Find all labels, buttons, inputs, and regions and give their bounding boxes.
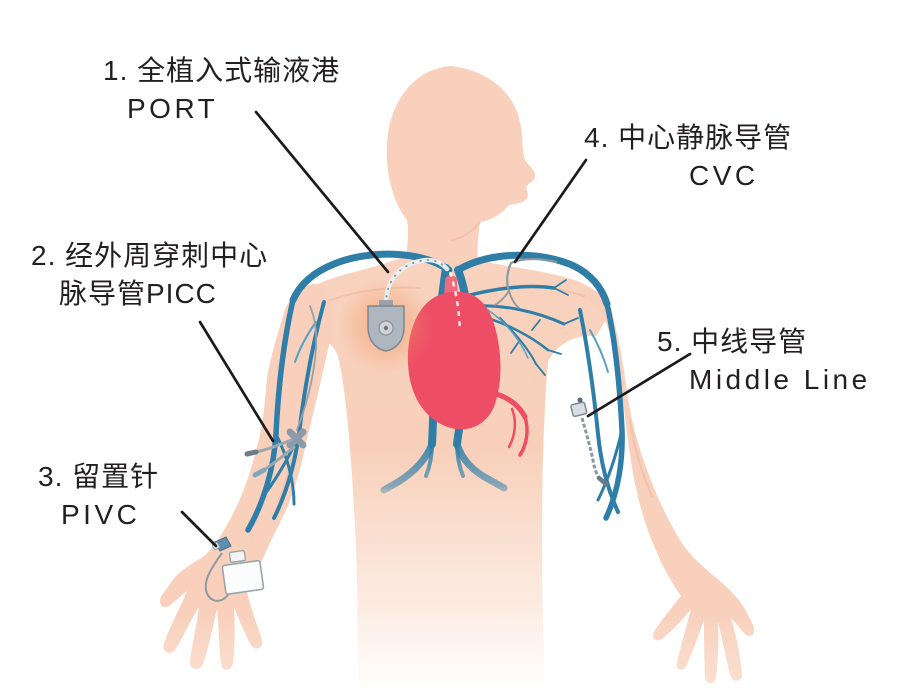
heart-vessels xyxy=(486,389,529,457)
right-arm-veins xyxy=(578,301,625,521)
leader-line-3 xyxy=(180,510,218,548)
pivc-cannula-icon xyxy=(204,536,265,602)
callout-port-en: PORT xyxy=(127,93,219,124)
middle-line-catheter-icon xyxy=(570,397,609,487)
callout-middle-line-zh: 5. 中线导管 xyxy=(657,326,808,357)
lower-vein-forks xyxy=(380,440,508,494)
callout-port: 1. 全植入式输液港 PORT xyxy=(103,52,340,128)
cvc-catheter-icon xyxy=(494,258,558,309)
leader-line-1 xyxy=(254,110,390,274)
callout-picc: 2. 经外周穿刺中心 脉导管PICC xyxy=(31,237,268,313)
callout-port-zh: 1. 全植入式输液港 xyxy=(103,55,341,86)
leader-lines xyxy=(180,110,692,548)
callout-pivc-en: PIVC xyxy=(61,499,141,530)
callout-middle-line: 5. 中线导管 Middle Line xyxy=(657,323,871,399)
callout-cvc-en: CVC xyxy=(689,160,759,191)
callout-middle-line-en: Middle Line xyxy=(689,364,871,395)
callout-picc-zh-line2: 脉导管PICC xyxy=(59,278,217,309)
leader-line-5 xyxy=(586,352,692,418)
right-subclavian-vein xyxy=(454,251,611,308)
picc-catheter-icon xyxy=(244,305,318,478)
leader-line-2 xyxy=(198,320,275,443)
callout-pivc: 3. 留置针 PIVC xyxy=(38,458,159,534)
callout-picc-zh-line1: 2. 经外周穿刺中心 xyxy=(31,240,269,271)
port-device-icon xyxy=(338,257,462,374)
right-arm-silhouette xyxy=(576,289,755,684)
head-silhouette xyxy=(386,66,536,269)
callout-cvc-zh: 4. 中心静脉导管 xyxy=(584,122,793,153)
callout-cvc: 4. 中心静脉导管 CVC xyxy=(584,119,792,195)
leader-line-4 xyxy=(513,158,588,264)
callout-pivc-zh: 3. 留置针 xyxy=(38,461,160,492)
left-arm-silhouette xyxy=(159,283,333,670)
